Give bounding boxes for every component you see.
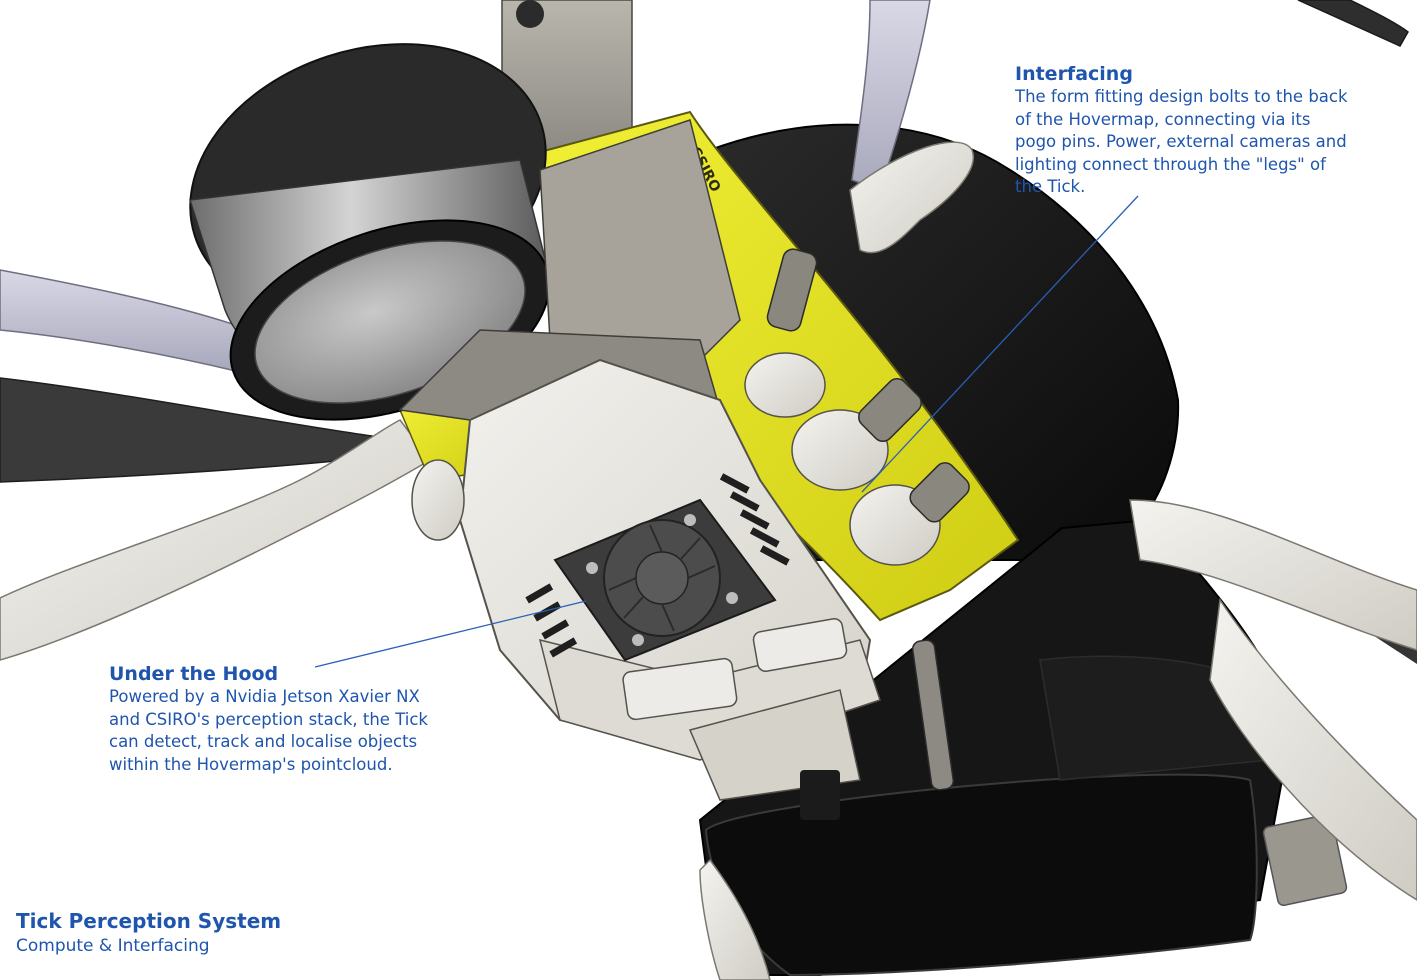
caption-title: Tick Perception System xyxy=(16,909,282,933)
interfacing-description: The form fitting design bolts to the bac… xyxy=(1015,87,1348,196)
cooling-fan xyxy=(553,498,777,662)
interfacing-title: Interfacing xyxy=(1015,63,1133,85)
lidar-cylinder xyxy=(189,43,551,421)
interfacing-callout: Interfacing The form fitting design bolt… xyxy=(1015,62,1410,199)
connector-legs xyxy=(411,248,970,791)
under-the-hood-leader-line xyxy=(314,600,587,668)
interfacing-leader-line xyxy=(861,195,1139,493)
under-the-hood-callout: Under the Hood Powered by a Nvidia Jetso… xyxy=(109,662,489,776)
vent-slots xyxy=(525,473,790,658)
leader-lines xyxy=(314,195,1139,668)
under-the-hood-title: Under the Hood xyxy=(109,663,279,685)
figure-caption: Tick Perception System Compute & Interfa… xyxy=(16,908,416,958)
under-the-hood-description: Powered by a Nvidia Jetson Xavier NX and… xyxy=(109,687,428,774)
hovermap-body xyxy=(698,123,1348,977)
caption-subtitle: Compute & Interfacing xyxy=(16,936,210,956)
